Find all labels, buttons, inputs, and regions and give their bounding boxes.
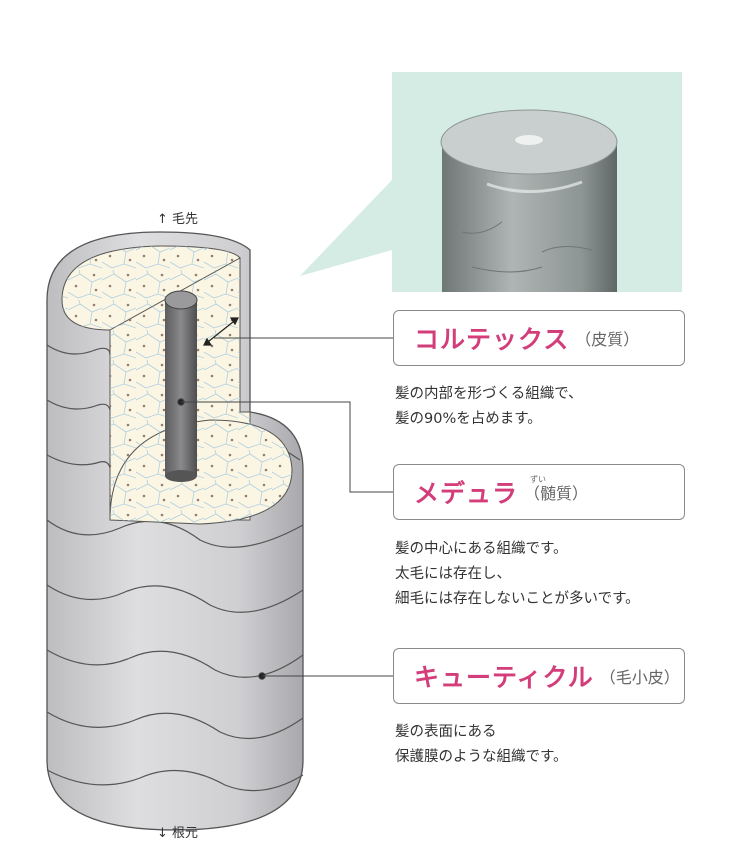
tip-direction-label: ↑ 毛先 <box>157 212 199 227</box>
cortex-desc-line-1: 髪の内部を形づくる組織で、 <box>395 386 583 402</box>
cortex-description: 髪の内部を形づくる組織で、 髪の90%を占めます。 <box>395 382 583 432</box>
medulla-ruby: ずい <box>530 475 546 484</box>
medulla-label-box: メデュラ （髄質） <box>393 464 685 520</box>
cuticle-description: 髪の表面にある 保護膜のような組織です。 <box>395 720 568 770</box>
medulla-rod <box>165 300 197 476</box>
medulla-desc-line-1: 髪の中心にある組織です。 <box>395 541 568 557</box>
cortex-subtitle: （皮質） <box>575 330 640 349</box>
root-direction-label: ↓ 根元 <box>157 826 199 841</box>
cuticle-label-box: キューティクル （毛小皮） <box>393 648 685 704</box>
medulla-description: 髪の中心にある組織です。 太毛には存在し、 細毛には存在しないことが多いです。 <box>395 537 640 612</box>
cortex-thickness-arrow <box>203 317 239 346</box>
cuticle-title: キューティクル <box>414 663 594 692</box>
microscope-photo <box>392 72 682 292</box>
medulla-desc-line-2: 太毛には存在し、 <box>395 566 511 582</box>
medulla-desc-line-3: 細毛には存在しないことが多いです。 <box>395 591 640 607</box>
photo-pointer <box>300 180 392 276</box>
cuticle-subtitle: （毛小皮） <box>599 668 680 687</box>
medulla-top <box>164 290 198 310</box>
cuticle-desc-line-2: 保護膜のような組織です。 <box>395 749 568 765</box>
cortex-label-box: コルテックス （皮質） <box>393 310 685 366</box>
cortex-title: コルテックス <box>414 325 570 354</box>
leader-lines <box>177 337 393 680</box>
medulla-subtitle: （髄質） <box>524 484 589 503</box>
cortex-desc-line-2: 髪の90%を占めます。 <box>395 411 542 427</box>
cuticle-desc-line-1: 髪の表面にある <box>395 724 497 740</box>
medulla-title: メデュラ <box>414 479 519 508</box>
